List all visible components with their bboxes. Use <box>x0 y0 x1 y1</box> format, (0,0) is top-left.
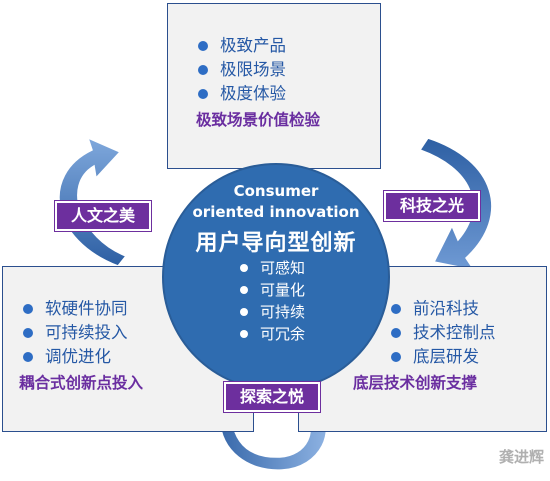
tag-bottom: 探索之悦 <box>223 381 321 413</box>
center-subtitle-line1: Consumer <box>233 182 319 200</box>
bullet-icon <box>391 352 401 362</box>
bullet-icon <box>198 65 208 75</box>
list-item: 可感知 <box>240 257 305 279</box>
bullet-icon <box>391 328 401 338</box>
tag-right: 科技之光 <box>383 190 481 222</box>
right-box-list: 前沿科技 技术控制点 底层研发 <box>391 297 496 369</box>
bullet-icon <box>23 304 33 314</box>
center-subtitle-line2: oriented innovation <box>192 203 360 221</box>
list-item: 底层研发 <box>391 345 496 369</box>
list-item: 可量化 <box>240 279 305 301</box>
list-item: 软硬件协同 <box>23 297 128 321</box>
top-box-caption: 极致场景价值检验 <box>196 111 321 129</box>
bullet-icon <box>198 89 208 99</box>
list-item: 可持续投入 <box>23 321 128 345</box>
center-circle: Consumer oriented innovation 用户导向型创新 可感知… <box>162 163 390 391</box>
list-item: 极度体验 <box>198 82 286 106</box>
bullet-icon <box>23 352 33 362</box>
bullet-icon <box>240 308 248 316</box>
tag-left: 人文之美 <box>54 200 152 232</box>
list-item: 可持续 <box>240 301 305 323</box>
left-box-list: 软硬件协同 可持续投入 调优进化 <box>23 297 128 369</box>
list-item: 极限场景 <box>198 58 286 82</box>
bullet-icon <box>391 304 401 314</box>
bullet-icon <box>240 330 248 338</box>
list-item: 前沿科技 <box>391 297 496 321</box>
left-box: 软硬件协同 可持续投入 调优进化 耦合式创新点投入 <box>2 266 254 432</box>
list-item: 可冗余 <box>240 323 305 345</box>
right-box-caption: 底层技术创新支撑 <box>353 374 478 392</box>
bullet-icon <box>198 41 208 51</box>
bullet-icon <box>240 264 248 272</box>
bullet-icon <box>240 286 248 294</box>
top-box: 极致产品 极限场景 极度体验 极致场景价值检验 <box>167 3 381 169</box>
left-box-caption: 耦合式创新点投入 <box>19 374 144 392</box>
list-item: 极致产品 <box>198 34 286 58</box>
list-item: 调优进化 <box>23 345 128 369</box>
watermark: 龚进辉 <box>498 448 544 466</box>
bullet-icon <box>23 328 33 338</box>
center-title: 用户导向型创新 <box>195 231 357 256</box>
list-item: 技术控制点 <box>391 321 496 345</box>
center-list: 可感知 可量化 可持续 可冗余 <box>240 257 305 345</box>
top-box-list: 极致产品 极限场景 极度体验 <box>198 34 286 106</box>
